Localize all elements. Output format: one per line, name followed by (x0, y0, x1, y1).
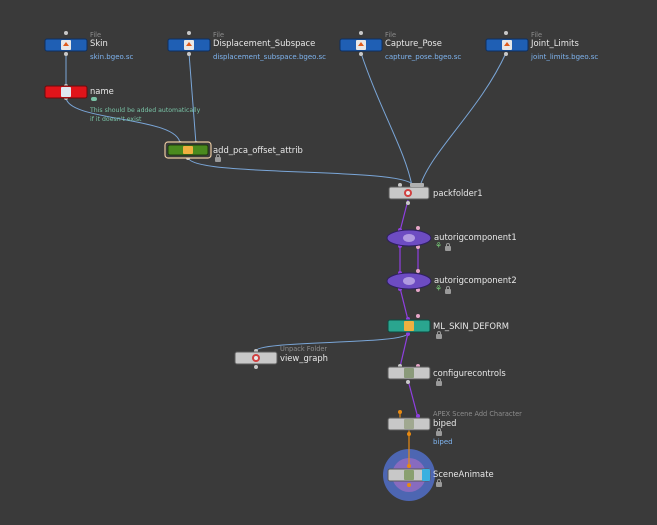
add-pca-name-label[interactable]: add_pca_offset_attrib (213, 145, 303, 155)
wire-name-addpca (65, 96, 181, 145)
bone-icon: ⚘ (435, 241, 443, 250)
node-displacement[interactable] (167, 38, 211, 52)
sceneanimate-name-label[interactable]: SceneAnimate (433, 469, 494, 479)
skin-type-label: File (90, 31, 102, 39)
node-skin[interactable] (44, 38, 88, 52)
configure-name-label[interactable]: configurecontrols (433, 368, 506, 378)
biped-type-label: APEX Scene Add Character (433, 410, 522, 418)
autorig1-name-label[interactable]: autorigcomponent1 (434, 232, 517, 242)
wire-mlskin-viewgraph (255, 332, 409, 352)
node-joint-limits[interactable] (485, 38, 529, 52)
displacement-name-label[interactable]: Displacement_Subspace (213, 38, 316, 48)
node-biped[interactable] (387, 417, 431, 431)
displacement-type-label: File (213, 31, 225, 39)
wire-joint-packfolder (419, 52, 507, 187)
joint-type-label: File (531, 31, 543, 39)
lock-icon (436, 378, 442, 386)
node-sceneanimate[interactable] (387, 468, 431, 482)
lock-icon (445, 286, 451, 294)
lock-icon (436, 331, 442, 339)
wire-configure-biped (407, 379, 419, 419)
comment-icon (91, 97, 97, 101)
biped-name-label[interactable]: biped (433, 418, 457, 428)
bone-icon: ⚘ (435, 284, 443, 293)
node-packfolder1[interactable] (388, 183, 430, 200)
packfolder-name-label[interactable]: packfolder1 (433, 188, 483, 198)
wire-capture-packfolder (360, 52, 413, 187)
node-ml-skin-deform[interactable] (387, 319, 431, 333)
view-graph-type-label: Unpack Folder (280, 345, 328, 353)
biped-sub-label: biped (433, 438, 453, 446)
node-autorigcomponent2[interactable] (386, 272, 432, 290)
lock-icon (215, 154, 221, 162)
ml-skin-name-label[interactable]: ML_SKIN_DEFORM (433, 321, 510, 331)
lock-icon (445, 243, 451, 251)
wire-packfolder-autorig1 (399, 199, 409, 232)
wire-mlskin-configure (399, 332, 409, 368)
displacement-file-label: displacement_subspace.bgeo.sc (213, 53, 327, 61)
autorig2-name-label[interactable]: autorigcomponent2 (434, 275, 517, 285)
node-view-graph[interactable] (234, 351, 278, 365)
view-graph-name-label[interactable]: view_graph (280, 353, 328, 363)
name-comment-line1: This should be added automatically (90, 107, 201, 114)
wire-displacement-addpca (188, 52, 197, 145)
node-add-pca-offset-attrib[interactable] (164, 141, 212, 159)
node-configurecontrols[interactable] (387, 366, 431, 380)
joint-name-label[interactable]: Joint_Limits (531, 38, 579, 48)
name-comment-line2: if it doesn't exist (90, 116, 142, 123)
name-node-label[interactable]: name (90, 86, 114, 96)
wire-addpca-packfolder (187, 156, 415, 187)
capture-type-label: File (385, 31, 397, 39)
lock-icon (436, 479, 442, 487)
joint-file-label: joint_limits.bgeo.sc (531, 53, 599, 61)
lock-icon (436, 428, 442, 436)
capture-name-label[interactable]: Capture_Pose (385, 38, 442, 48)
node-capture-pose[interactable] (339, 38, 383, 52)
node-autorigcomponent1[interactable] (386, 229, 432, 247)
wire-autorig2-mlskin (399, 287, 409, 321)
skin-name-label[interactable]: Skin (90, 38, 108, 48)
capture-file-label: capture_pose.bgeo.sc (385, 53, 462, 61)
node-name[interactable] (44, 85, 88, 99)
skin-file-label: skin.bgeo.sc (90, 53, 134, 61)
